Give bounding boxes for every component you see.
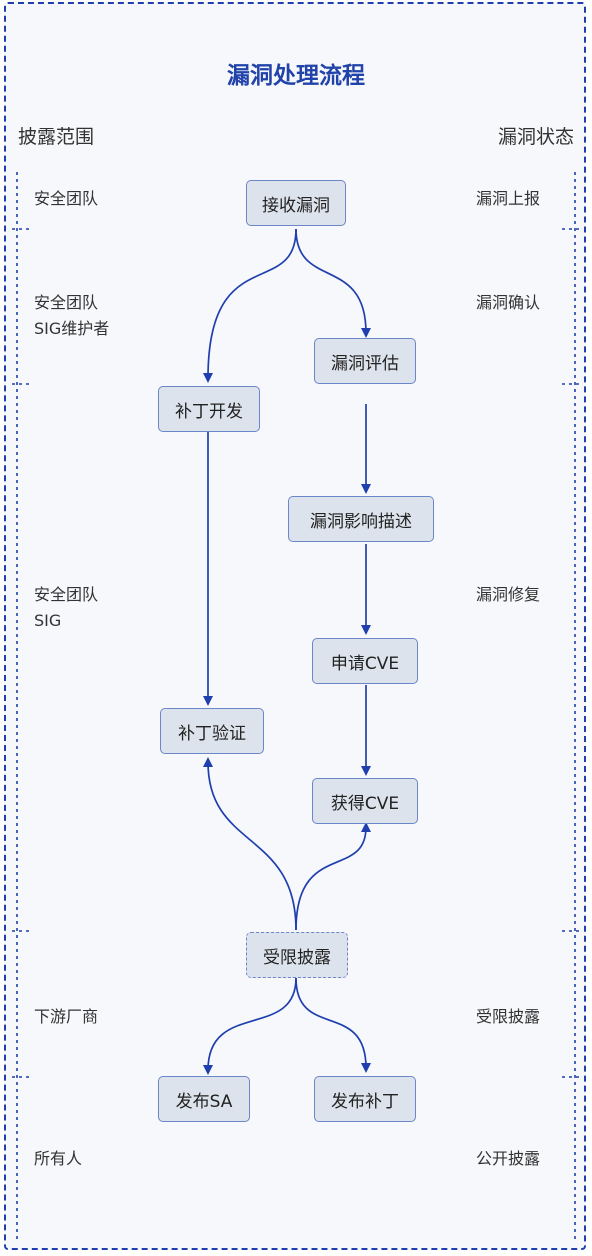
node-apply-cve: 申请CVE bbox=[312, 638, 418, 684]
scope-label-confirm: 安全团队 SIG维护者 bbox=[34, 293, 110, 338]
scope-label-public: 所有人 bbox=[34, 1149, 83, 1168]
node-publish-sa: 发布SA bbox=[158, 1076, 250, 1122]
node-get-cve: 获得CVE bbox=[312, 778, 418, 824]
edge-limited-patch bbox=[295, 977, 371, 1073]
status-label-fix: 漏洞修复 bbox=[476, 585, 541, 604]
node-receive-vuln: 接收漏洞 bbox=[246, 180, 346, 226]
node-patch-dev: 补丁开发 bbox=[158, 386, 260, 432]
node-assess-vuln: 漏洞评估 bbox=[314, 338, 416, 384]
edge-limited-getcve bbox=[295, 822, 371, 931]
edge-limited-verify bbox=[203, 757, 297, 931]
edge-limited-sa bbox=[203, 977, 297, 1075]
node-patch-verify: 补丁验证 bbox=[160, 708, 264, 754]
status-label-confirm: 漏洞确认 bbox=[476, 293, 541, 312]
diagram-title: 漏洞处理流程 bbox=[227, 63, 365, 89]
status-label-report: 漏洞上报 bbox=[476, 189, 541, 208]
edge-receive-assess bbox=[295, 228, 371, 338]
scope-header: 披露范围 bbox=[18, 126, 95, 148]
edge-receive-patchdev bbox=[203, 228, 297, 383]
scope-label-report: 安全团队 bbox=[34, 189, 99, 208]
status-label-public: 公开披露 bbox=[476, 1149, 541, 1168]
node-publish-patch: 发布补丁 bbox=[314, 1076, 416, 1122]
scope-label-limited: 下游厂商 bbox=[34, 1007, 99, 1026]
status-header: 漏洞状态 bbox=[497, 126, 574, 148]
scope-label-fix: 安全团队 SIG bbox=[34, 585, 99, 630]
node-limited-disclosure: 受限披露 bbox=[246, 932, 348, 978]
status-label-limited: 受限披露 bbox=[476, 1007, 541, 1026]
node-impact-desc: 漏洞影响描述 bbox=[288, 496, 434, 542]
